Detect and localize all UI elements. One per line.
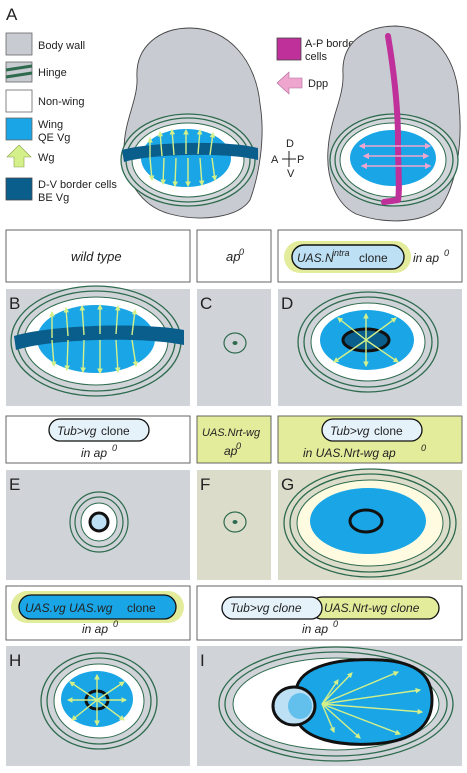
dv-border-band (122, 142, 258, 162)
legend-label-wing-1: Wing (38, 119, 63, 131)
wg-arrows (147, 128, 218, 188)
disc-b (10, 285, 184, 397)
disc-d (297, 291, 439, 393)
panel-label-g: G (281, 475, 294, 494)
disc-a-right (327, 25, 461, 222)
header-text-ap0-c: ap (226, 249, 240, 264)
tubvg-pill-g (321, 418, 423, 442)
legend-label-dpp: Dpp (308, 78, 328, 90)
legend-swatch-wing (5, 117, 33, 141)
header-text-uasvg: UAS.vg UAS.wg (25, 601, 113, 615)
panel-label-i: I (200, 651, 205, 670)
header-text-ap0-f: ap (224, 444, 238, 458)
legend-label-ap-1: A-P border (305, 38, 358, 50)
legend-label-non-wing: Non-wing (38, 96, 84, 108)
ap-border-band (385, 33, 402, 203)
ap-border-foot (381, 197, 401, 205)
header-text-in-ap-i-sup: 0 (333, 619, 338, 629)
disc-e (69, 491, 129, 553)
header-text-tubvg-e: Tub>vg (57, 424, 97, 438)
legend-label-wg: Wg (38, 152, 55, 164)
tubvg-clone-g (348, 508, 384, 534)
compass-v: V (287, 168, 295, 180)
header-text-in-uasnrt-ap-g-sup: 0 (421, 443, 426, 453)
tubvg-clone-i-inner (288, 693, 312, 719)
header-text-in-uasnrt-ap-g: in UAS.Nrt-wg ap (303, 446, 396, 460)
header-text-ap0-f-sup: 0 (236, 441, 241, 451)
header-text-tubvg-i: Tub>vg clone (230, 601, 302, 615)
tubvg-clone-pill-i (221, 596, 323, 620)
disc-h (40, 652, 158, 750)
legend-wg-arrow-icon (6, 144, 32, 168)
panel-label-f: F (200, 475, 210, 494)
header-text-in-ap-h: in ap (82, 622, 108, 636)
disc-c (223, 332, 247, 354)
header-text-nintra-clone: clone (359, 251, 388, 265)
header-text-nintra-sup: intra (332, 248, 350, 258)
legend-swatch-non-wing (5, 89, 33, 113)
header-text-in-ap-i: in ap (302, 622, 328, 636)
disc-i (218, 646, 454, 762)
disc-a-left (120, 27, 263, 219)
legend-swatch-dv-border (5, 177, 33, 201)
panel-label-h: H (9, 651, 21, 670)
header-box-c (196, 229, 272, 283)
legend-swatch-ap-border (276, 37, 302, 61)
header-box-f (196, 415, 272, 464)
header-text-clone-h: clone (127, 601, 156, 615)
disc-f (223, 511, 247, 533)
compass-a: A (271, 154, 279, 166)
panel-label-d: D (281, 294, 293, 313)
tubvg-clone-e (88, 511, 110, 533)
legend-label-dv-1: D-V border cells (38, 179, 117, 191)
header-text-nintra: UAS.N (297, 251, 334, 265)
legend-hinge-stripes (5, 64, 33, 79)
header-text-in-ap-e-sup: 0 (112, 443, 117, 453)
tubvg-pill-e (48, 418, 150, 442)
header-text-tubvg-g: Tub>vg (330, 424, 370, 438)
nintra-clone-pill (291, 244, 405, 270)
header-box-b (5, 229, 191, 283)
legend-label-dv-2: BE Vg (38, 192, 69, 204)
legend-label-ap-2: cells (305, 51, 328, 63)
header-text-uasnrt-i: UAS.Nrt-wg clone (324, 601, 420, 615)
legend-left: Body wall Hinge Non-wing Wing QE Vg Wg D… (5, 32, 117, 204)
header-text-in-ap-d: in ap (413, 251, 439, 265)
header-text-clone-e: clone (101, 424, 130, 438)
compass: D A P V (271, 138, 304, 180)
header-text-nrtwg-f: UAS.Nrt-wg (202, 427, 261, 439)
legend-label-hinge: Hinge (38, 67, 67, 79)
header-text-ap0-c-sup: 0 (239, 247, 244, 257)
uasvg-clone-pill (18, 594, 177, 620)
header-text-wild-type: wild type (71, 249, 122, 264)
legend-swatch-body-wall (5, 32, 33, 56)
legend-label-wing-2: QE Vg (38, 132, 70, 144)
dpp-arrows (358, 142, 432, 170)
header-text-in-ap-h-sup: 0 (113, 619, 118, 629)
panel-label-e: E (9, 475, 20, 494)
legend-right: A-P border cells Dpp (276, 37, 358, 95)
header-text-clone-g: clone (374, 424, 403, 438)
header-text-in-ap-d-sup: 0 (444, 248, 449, 258)
legend-swatch-hinge (5, 61, 33, 83)
compass-p: P (297, 154, 304, 166)
panel-label-c: C (200, 294, 212, 313)
wing-region-right (350, 130, 436, 186)
legend-label-body-wall: Body wall (38, 40, 85, 52)
panel-label-b: B (9, 294, 20, 313)
compass-d: D (286, 138, 294, 150)
panel-label-a: A (6, 5, 18, 24)
disc-g (283, 468, 457, 578)
legend-dpp-arrow-icon (276, 71, 303, 95)
header-text-in-ap-e: in ap (81, 446, 107, 460)
